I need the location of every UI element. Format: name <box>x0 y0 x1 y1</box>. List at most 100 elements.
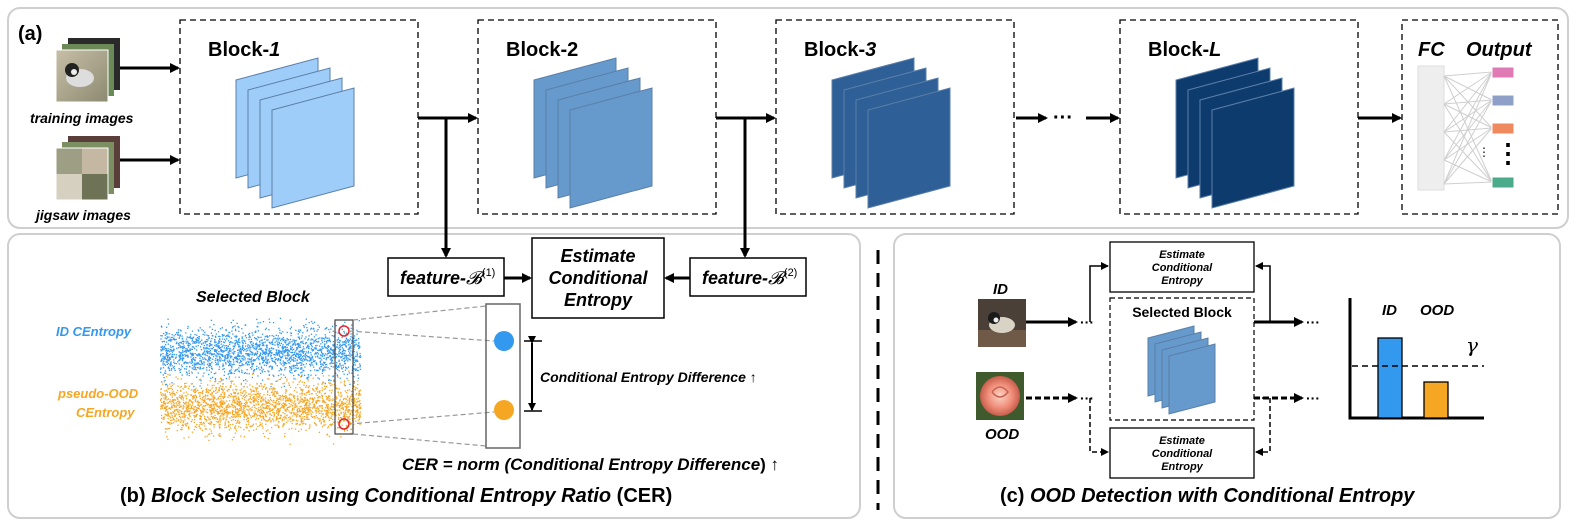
id-scatter-point <box>274 354 276 356</box>
ood-scatter-point <box>286 408 289 411</box>
id-scatter-point <box>324 334 326 336</box>
id-scatter-point <box>251 351 253 353</box>
ood-scatter-point <box>177 400 179 403</box>
ood-scatter-point <box>309 409 311 411</box>
id-scatter-point <box>222 365 224 367</box>
ood-scatter-point <box>319 390 321 392</box>
ood-scatter-point <box>327 412 329 414</box>
id-scatter-point <box>268 350 270 352</box>
ood-scatter-point <box>192 395 194 398</box>
ood-scatter-point <box>309 393 311 395</box>
ood-scatter-point <box>228 388 230 391</box>
id-scatter-point <box>276 352 279 354</box>
id-scatter-point <box>220 351 222 353</box>
id-scatter-point <box>209 343 211 345</box>
ood-scatter-point <box>305 404 308 406</box>
id-scatter-point <box>178 359 181 361</box>
id-scatter-point <box>179 335 181 337</box>
id-scatter-point <box>266 360 268 362</box>
id-scatter-point <box>271 343 273 346</box>
id-scatter-point <box>302 360 304 362</box>
ood-scatter-point <box>288 410 290 412</box>
id-scatter-point <box>310 364 312 366</box>
id-scatter-point <box>283 351 286 353</box>
ood-scatter-point <box>226 411 228 414</box>
ood-scatter-point <box>160 398 163 400</box>
ood-scatter-point <box>169 399 171 401</box>
ood-scatter-point <box>310 407 312 409</box>
id-scatter-point <box>345 337 348 339</box>
ood-scatter-point <box>214 397 216 399</box>
ood-scatter-point <box>279 410 281 413</box>
id-scatter-point <box>231 327 234 329</box>
ood-scatter-point <box>350 428 352 430</box>
ood-scatter-point <box>317 397 319 399</box>
ood-scatter-point <box>246 386 248 388</box>
id-scatter-point <box>200 359 202 361</box>
id-scatter-point <box>171 334 173 336</box>
id-scatter-point <box>170 340 172 342</box>
ood-scatter-point <box>179 409 181 411</box>
id-scatter-point <box>278 354 281 356</box>
ood-scatter-point <box>202 408 204 410</box>
id-scatter-point <box>164 334 166 336</box>
ood-scatter-point <box>301 422 303 424</box>
id-scatter-point <box>237 354 239 356</box>
ood-scatter-point <box>223 388 225 390</box>
id-scatter-point <box>251 344 253 346</box>
ood-scatter-point <box>181 428 183 431</box>
ood-scatter-point <box>288 402 290 405</box>
ood-scatter-point <box>216 402 218 404</box>
ood-scatter-point <box>279 398 281 400</box>
id-scatter-point <box>234 339 236 342</box>
ood-scatter-point <box>230 395 232 398</box>
id-scatter-point <box>292 339 294 341</box>
id-scatter-point <box>303 358 305 360</box>
id-scatter-point <box>165 348 168 350</box>
id-scatter-point <box>191 367 193 369</box>
ood-scatter-point <box>285 398 287 400</box>
id-scatter-point <box>229 350 231 352</box>
ood-scatter-point <box>200 378 202 380</box>
ood-scatter-point <box>293 390 296 392</box>
id-scatter-point <box>226 358 228 360</box>
id-scatter-point <box>187 355 189 357</box>
id-scatter-point <box>357 345 360 347</box>
id-scatter-point <box>207 339 209 341</box>
id-scatter-point <box>305 357 307 359</box>
id-scatter-point <box>194 353 196 355</box>
ood-scatter-point <box>219 407 221 409</box>
ood-scatter-point <box>327 407 329 410</box>
id-scatter-point <box>270 357 272 359</box>
ood-scatter-point <box>191 407 193 410</box>
id-scatter-point <box>249 366 252 369</box>
ood-scatter-point <box>167 388 169 390</box>
id-scatter-point <box>188 374 190 377</box>
ood-scatter-point <box>198 408 200 410</box>
ood-scatter-point <box>209 398 211 400</box>
ood-scatter-point <box>175 376 177 378</box>
ood-scatter-point <box>358 394 360 397</box>
id-scatter-point <box>324 369 326 371</box>
ood-scatter-point <box>335 398 338 400</box>
ood-scatter-point <box>224 402 226 404</box>
ood-scatter-point <box>293 395 295 397</box>
ood-scatter-point <box>317 408 319 410</box>
id-scatter-point <box>251 341 253 343</box>
id-scatter-point <box>234 342 236 344</box>
id-scatter-point <box>278 357 280 360</box>
ood-scatter-point <box>231 410 233 412</box>
id-scatter-point <box>266 358 268 360</box>
ood-scatter-point <box>330 385 332 387</box>
ood-scatter-point <box>213 395 215 397</box>
ood-scatter-point <box>200 418 202 421</box>
ood-scatter-point <box>251 409 253 411</box>
id-scatter-point <box>186 354 188 357</box>
id-scatter-point <box>196 362 198 364</box>
ood-scatter-point <box>233 399 236 401</box>
id-scatter-point <box>301 371 303 373</box>
id-scatter-point <box>236 343 239 345</box>
id-scatter-point <box>236 341 238 343</box>
ood-scatter-point <box>254 399 257 401</box>
ood-scatter-point <box>175 420 177 422</box>
